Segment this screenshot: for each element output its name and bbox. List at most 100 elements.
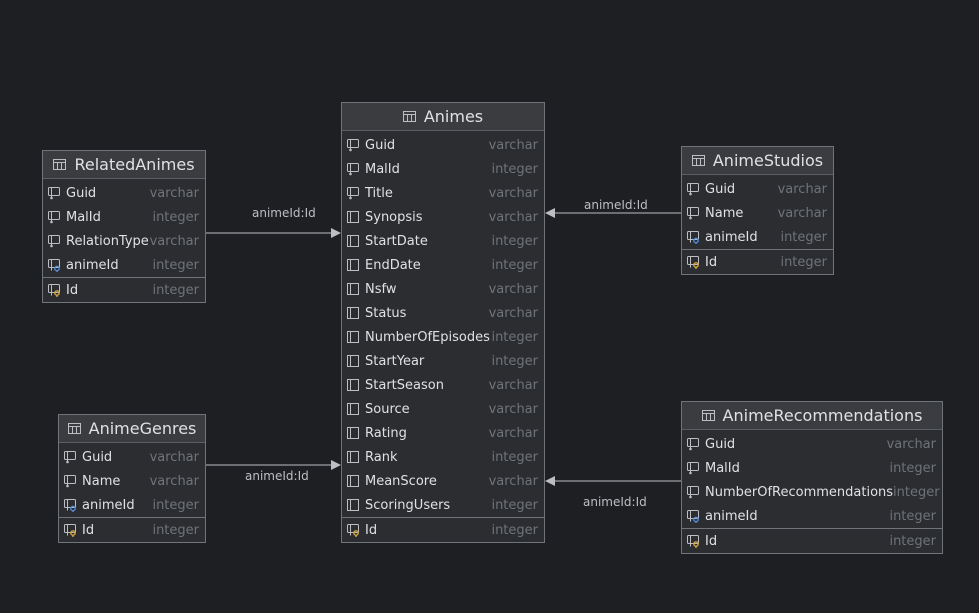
table-header[interactable]: AnimeGenres [59,415,205,443]
foreign-key-icon [686,230,705,244]
column-name: Guid [705,181,736,197]
column-type: integer [491,233,538,249]
column-type: integer [780,254,827,270]
column-icon [346,474,365,488]
table-header[interactable]: AnimeStudios [682,147,833,175]
column-row[interactable]: EndDate integer [342,253,544,277]
column-type: varchar [488,401,538,417]
column-row[interactable]: animeId integer [682,225,833,249]
column-name: MeanScore [365,473,437,489]
table-icon [701,410,723,421]
column-name: Id [66,282,79,298]
column-type: integer [893,484,940,500]
column-type: varchar [149,473,199,489]
table-icon [53,159,74,170]
column-type: varchar [488,425,538,441]
column-name: Id [82,522,95,538]
column-type: integer [491,257,538,273]
primary-key-row[interactable]: Id integer [342,517,544,542]
column-type: integer [889,533,936,549]
table-header[interactable]: RelatedAnimes [43,151,205,179]
column-name: Nsfw [365,281,397,297]
column-not-null-icon [47,186,66,200]
primary-key-icon [686,255,705,269]
column-icon [346,330,365,344]
column-name: MalId [66,209,101,225]
column-icon [346,450,365,464]
table-icon [691,155,713,166]
column-type: varchar [488,305,538,321]
table-icon [67,423,89,434]
column-name: NumberOfRecommendations [705,484,894,500]
foreign-key-icon [47,258,66,272]
relation-label-related-animes: animeId:Id [252,206,316,220]
column-not-null-icon [686,206,705,220]
primary-key-icon [346,523,365,537]
column-name: animeId [705,229,758,245]
column-icon [346,282,365,296]
column-type: integer [491,522,538,538]
column-name: Id [365,522,378,538]
column-icon [346,210,365,224]
column-type: varchar [149,233,199,249]
column-name: Guid [365,137,396,153]
relation-label-anime-studios: animeId:Id [584,198,648,212]
column-type: integer [780,229,827,245]
column-type: varchar [488,209,538,225]
column-type: integer [152,257,199,273]
column-name: MalId [365,161,400,177]
column-not-null-icon [686,461,705,475]
column-name: ScoringUsers [365,497,451,513]
table-name: RelatedAnimes [74,155,195,174]
column-name: Name [705,205,744,221]
column-type: varchar [488,185,538,201]
column-type: varchar [886,436,936,452]
column-name: Id [705,533,718,549]
column-type: varchar [149,449,199,465]
table-header[interactable]: AnimeRecommendations [682,402,942,430]
primary-key-row[interactable]: Id integer [682,528,942,553]
table-header[interactable]: Animes [342,103,544,131]
column-type: integer [889,508,936,524]
column-name: StartYear [365,353,425,369]
column-name: EndDate [365,257,421,273]
column-type: integer [152,497,199,513]
